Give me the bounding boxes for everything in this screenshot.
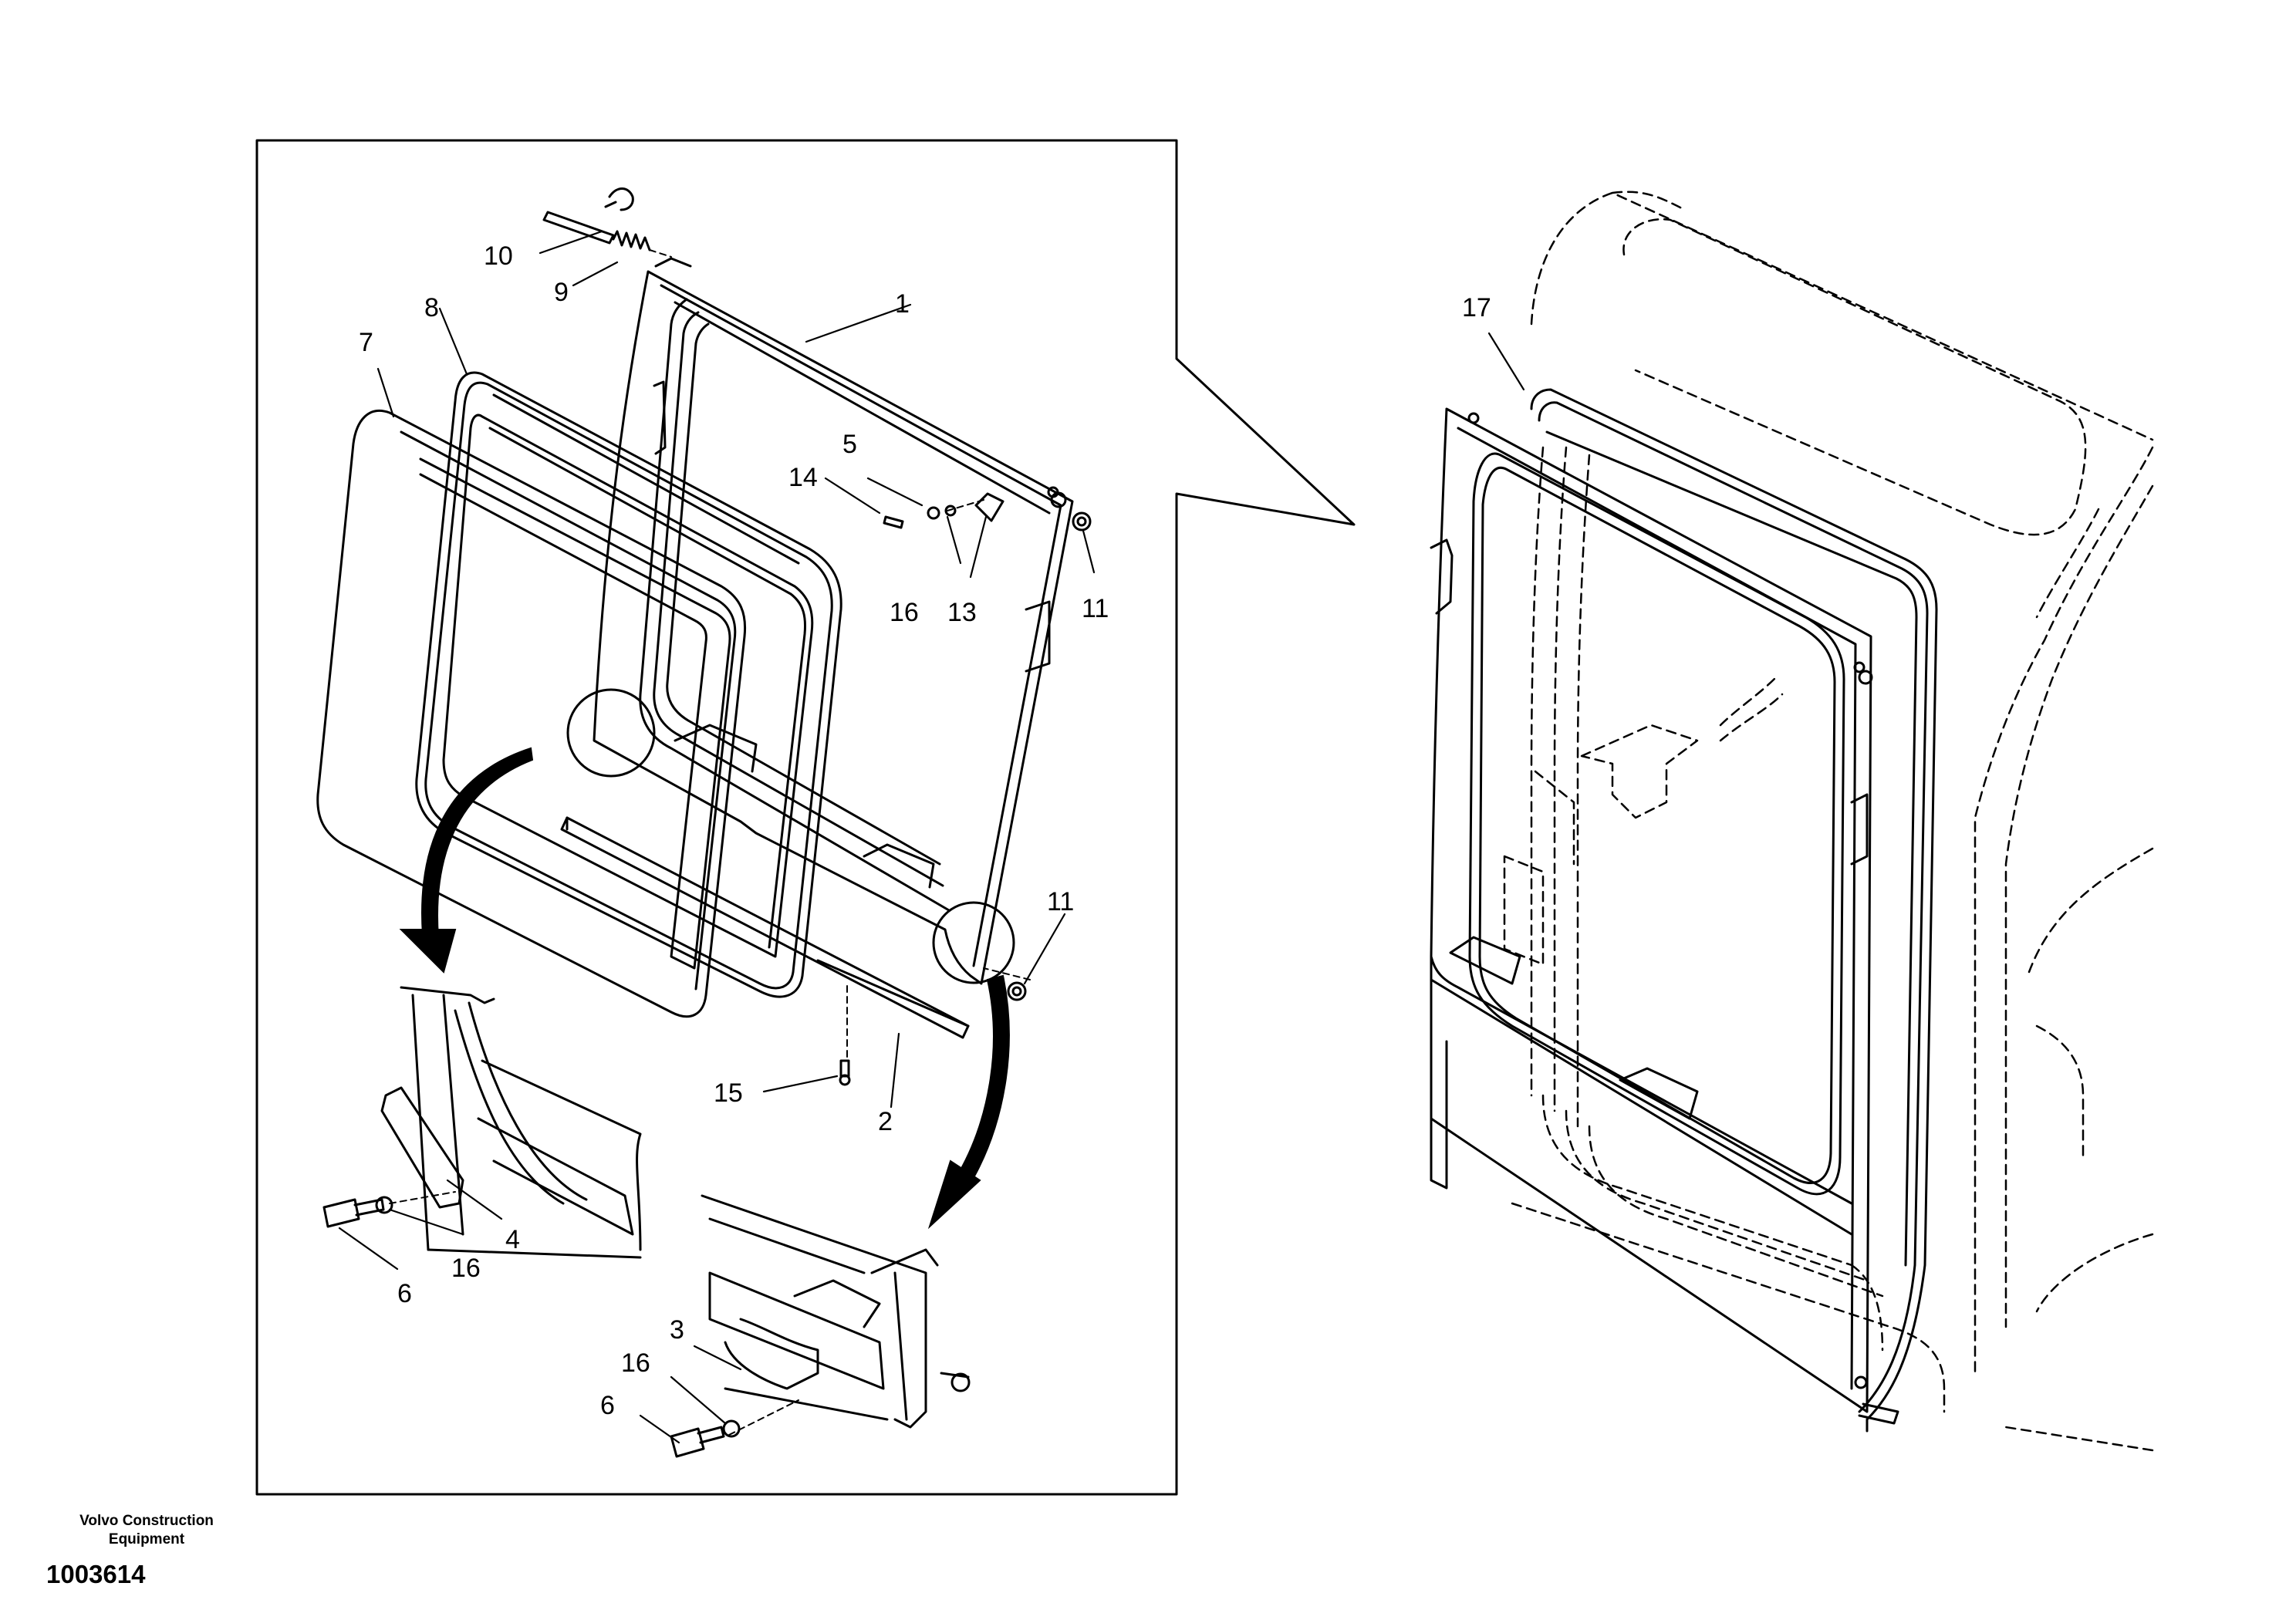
brand-line-2: Equipment bbox=[108, 1531, 185, 1547]
callout-9: 9 bbox=[554, 278, 569, 307]
callout-4: 4 bbox=[505, 1225, 520, 1254]
part-rail bbox=[560, 816, 970, 1039]
callout-8: 8 bbox=[424, 293, 439, 322]
callout-16-left: 16 bbox=[451, 1254, 481, 1283]
part-nut-11-lower bbox=[1007, 981, 1027, 1001]
detail-frame bbox=[255, 139, 1356, 1496]
callout-1: 1 bbox=[895, 289, 910, 319]
callout-5: 5 bbox=[842, 430, 857, 459]
callout-2: 2 bbox=[878, 1107, 893, 1136]
callout-13: 13 bbox=[947, 598, 977, 627]
part-bolt-15 bbox=[839, 1059, 850, 1078]
footer: Volvo Construction Equipment 1003614 bbox=[46, 1512, 247, 1589]
arrow-left bbox=[421, 747, 534, 939]
part-pin bbox=[542, 187, 634, 245]
leader-lines bbox=[338, 230, 1525, 1444]
part-latch-plate bbox=[974, 492, 1004, 522]
part-screw-14 bbox=[883, 515, 904, 529]
arrow-right-head bbox=[927, 1159, 981, 1230]
document-number: 1003614 bbox=[46, 1560, 146, 1588]
part-washer-5 bbox=[927, 506, 940, 520]
callout-labels: 1 2 3 4 5 6 6 7 8 9 10 11 11 13 14 15 16… bbox=[359, 241, 1491, 1420]
callout-11-upper: 11 bbox=[1082, 594, 1109, 623]
detail-view-right bbox=[701, 1194, 971, 1429]
callout-11-lower: 11 bbox=[1047, 887, 1074, 916]
callout-7: 7 bbox=[359, 328, 373, 357]
callout-10: 10 bbox=[484, 241, 513, 271]
callout-14: 14 bbox=[788, 463, 818, 492]
callout-6-left: 6 bbox=[397, 1279, 412, 1308]
part-bolt-6-left bbox=[322, 1196, 393, 1228]
part-seal bbox=[415, 371, 842, 998]
callout-17: 17 bbox=[1462, 293, 1491, 322]
part-bolt-6-right bbox=[670, 1419, 741, 1458]
detail-view-left bbox=[380, 986, 642, 1259]
detail-circle-upper bbox=[566, 688, 656, 778]
callout-16-right: 16 bbox=[621, 1348, 650, 1378]
part-spring bbox=[612, 230, 651, 251]
callout-6-right: 6 bbox=[600, 1391, 615, 1420]
arrow-left-head bbox=[399, 929, 457, 974]
brand-line-1: Volvo Construction bbox=[79, 1513, 214, 1529]
arrow-right bbox=[957, 974, 1010, 1182]
part-nut-11-upper bbox=[1072, 511, 1092, 532]
assembly-lines bbox=[389, 249, 1031, 1436]
cab-outline bbox=[1503, 191, 2154, 1452]
arrows bbox=[399, 747, 1010, 1230]
callout-3: 3 bbox=[670, 1315, 684, 1345]
part-door-frame bbox=[593, 257, 1074, 985]
callout-16-top: 16 bbox=[890, 598, 919, 627]
callout-15: 15 bbox=[714, 1078, 743, 1108]
part-glass bbox=[316, 409, 747, 1018]
detail-circle-lower bbox=[932, 901, 1015, 984]
assembled-door bbox=[1430, 388, 1938, 1433]
part-washer-16 bbox=[944, 505, 957, 517]
